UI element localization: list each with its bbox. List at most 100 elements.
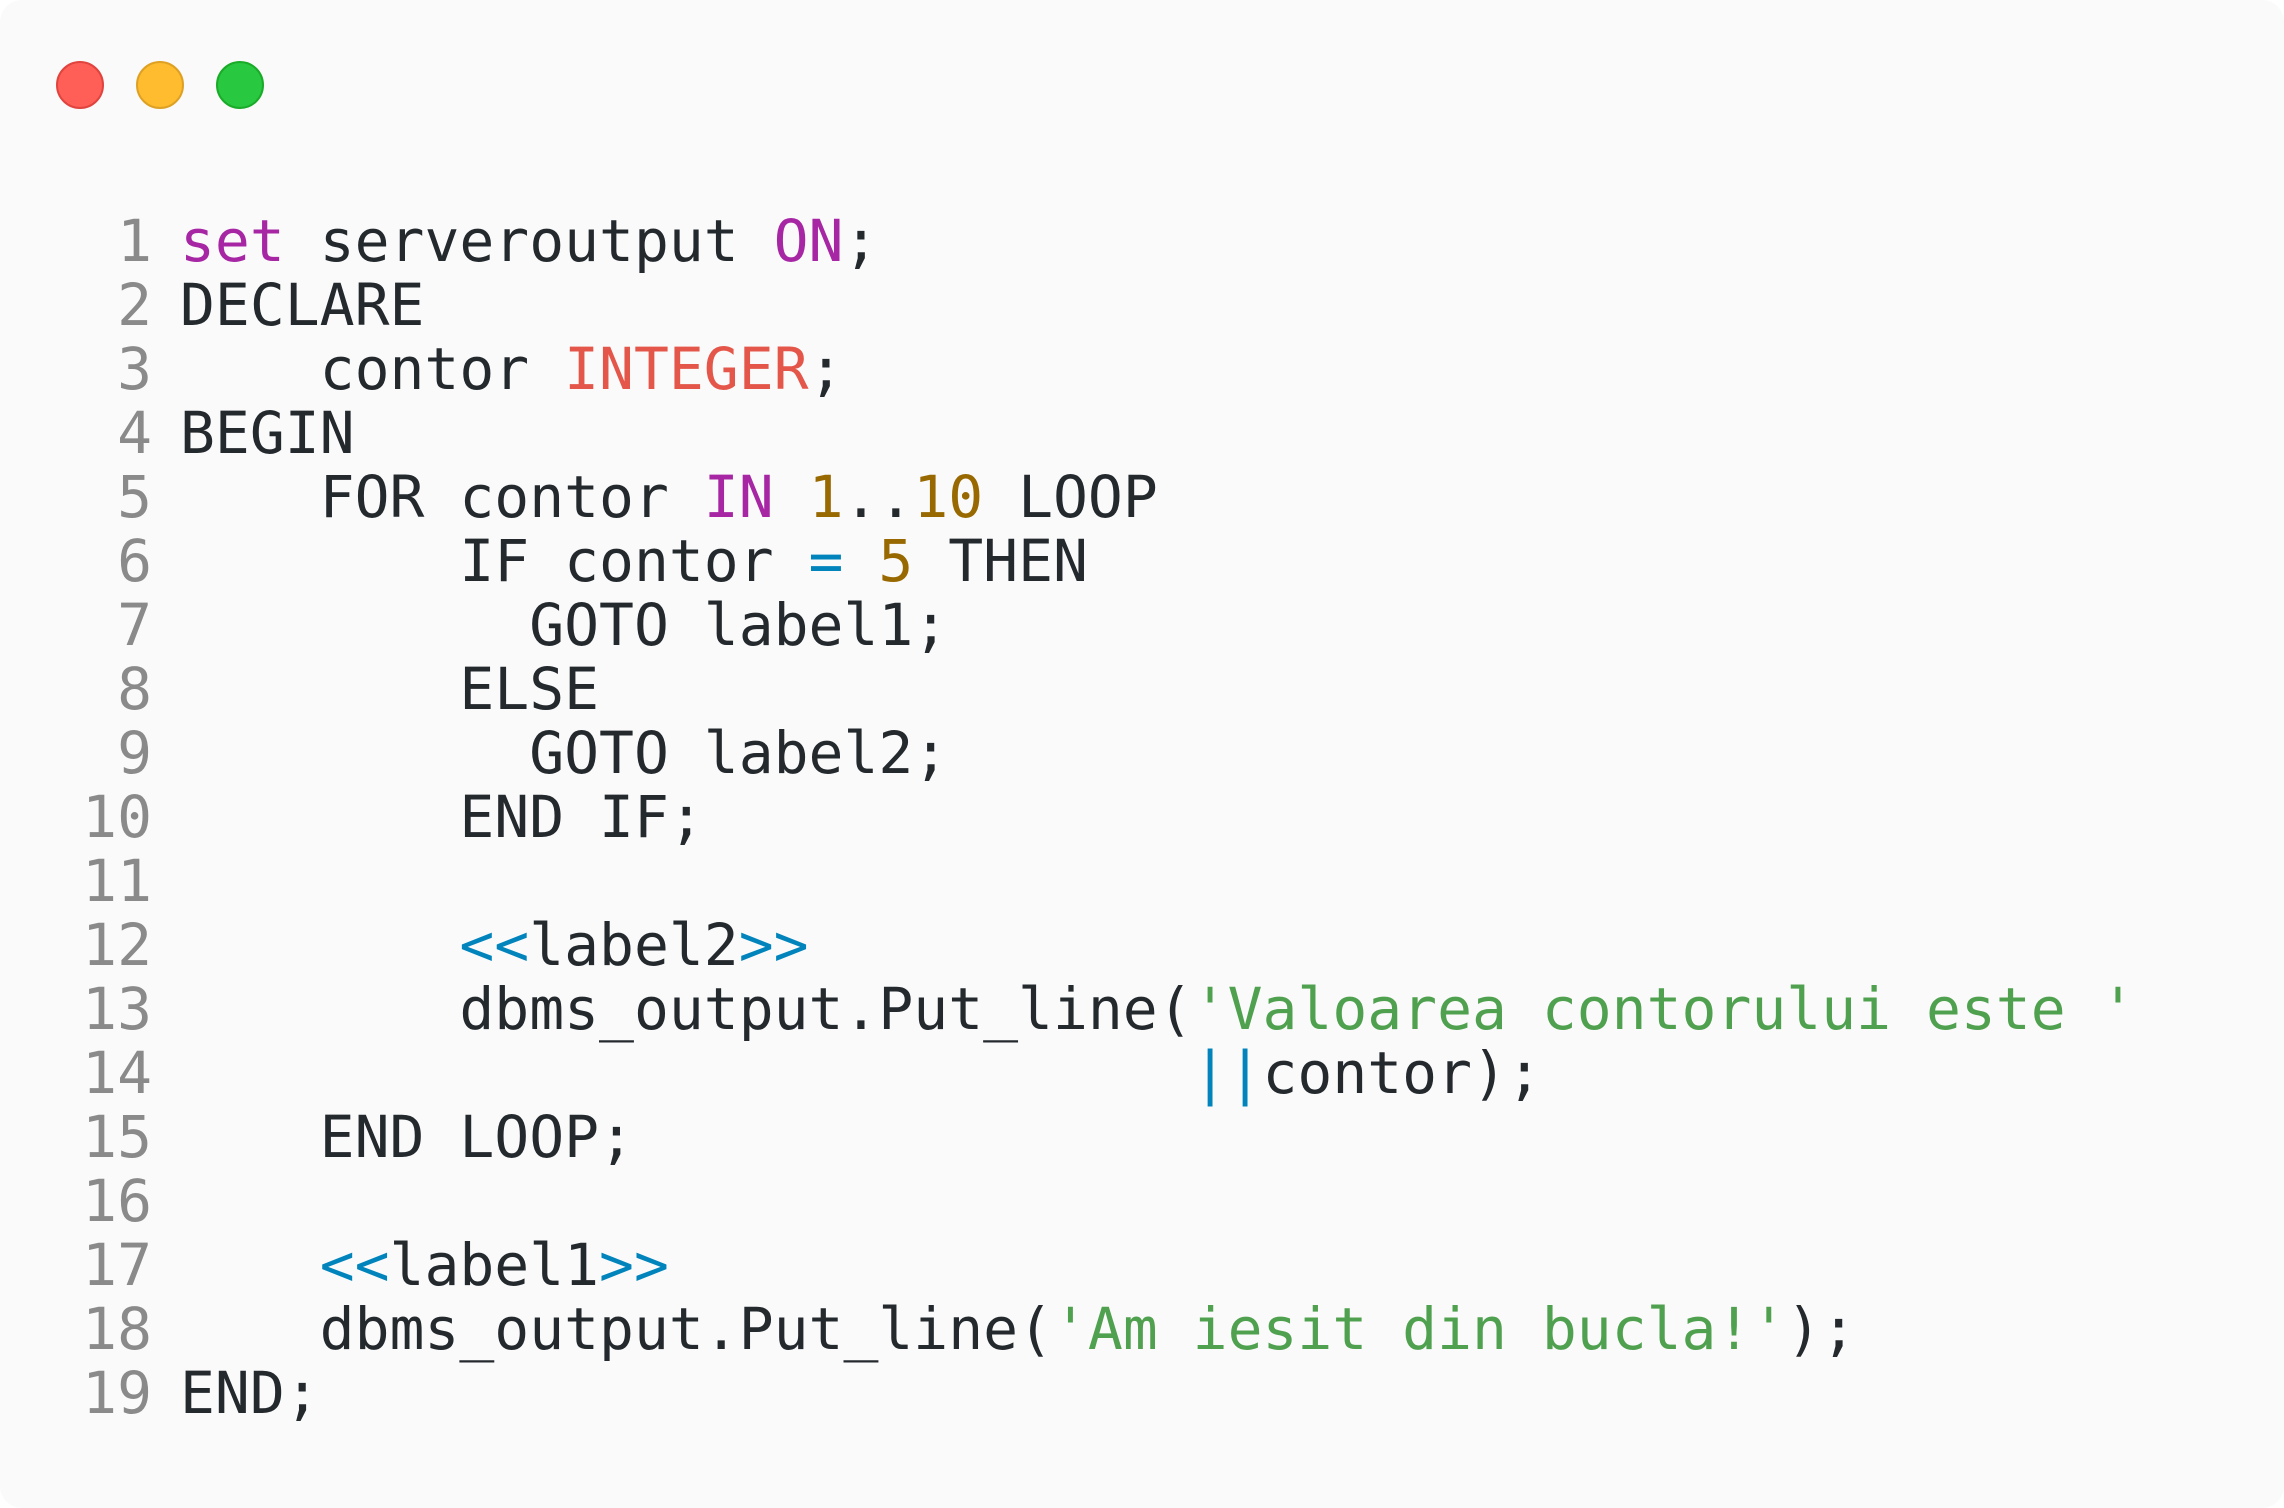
- code-token-plain: LOOP: [983, 463, 1158, 531]
- code-token-operator: >>: [599, 1231, 669, 1299]
- code-token-plain: );: [1786, 1295, 1857, 1363]
- gutter-gap: [152, 465, 180, 529]
- code-line: 10 END IF;: [70, 785, 2135, 849]
- gutter-gap: [152, 401, 180, 465]
- code-line: 7 GOTO label1;: [70, 593, 2135, 657]
- code-token-plain: [180, 911, 459, 979]
- gutter-gap: [152, 1169, 180, 1233]
- line-content: ELSE: [180, 657, 599, 721]
- code-line: 15 END LOOP;: [70, 1105, 2135, 1169]
- close-button[interactable]: [56, 61, 104, 109]
- code-token-plain: ;: [808, 335, 844, 403]
- gutter-gap: [152, 593, 180, 657]
- code-line: 11: [70, 849, 2135, 913]
- code-token-operator: =: [808, 527, 844, 595]
- window-controls: [56, 61, 264, 109]
- code-token-number: 1: [808, 463, 844, 531]
- minimize-button[interactable]: [136, 61, 184, 109]
- code-line: 4 BEGIN: [70, 401, 2135, 465]
- code-token-operator: <<: [459, 911, 530, 979]
- code-token-plain: GOTO label2;: [180, 719, 949, 787]
- code-token-number: 5: [878, 527, 914, 595]
- code-token-plain: dbms_output.Put_line(: [180, 975, 1193, 1043]
- line-number: 8: [117, 655, 152, 723]
- line-content: FOR contor IN 1..10 LOOP: [180, 465, 1158, 529]
- gutter-gap: [152, 1297, 180, 1361]
- code-token-plain: BEGIN: [180, 399, 355, 467]
- gutter-gap: [152, 721, 180, 785]
- code-line: 18 dbms_output.Put_line('Am iesit din bu…: [70, 1297, 2135, 1361]
- line-content: GOTO label1;: [180, 593, 948, 657]
- gutter-gap: [152, 529, 180, 593]
- code-token-plain: ;: [843, 207, 879, 275]
- line-number: 15: [82, 1103, 152, 1171]
- line-number: 2: [117, 271, 152, 339]
- code-token-plain: dbms_output.Put_line(: [180, 1295, 1053, 1363]
- gutter-gap: [152, 785, 180, 849]
- code-token-plain: [774, 463, 809, 531]
- code-line: 5 FOR contor IN 1..10 LOOP: [70, 465, 2135, 529]
- code-token-plain: ELSE: [180, 655, 600, 723]
- code-token-plain: END LOOP;: [180, 1103, 634, 1171]
- line-content: END LOOP;: [180, 1105, 634, 1169]
- code-line: 17 <<label1>>: [70, 1233, 2135, 1297]
- code-token-plain: THEN: [913, 527, 1088, 595]
- code-token-keyword: IN: [703, 463, 774, 531]
- code-line: 12 <<label2>>: [70, 913, 2135, 977]
- code-token-plain: serveroutput: [284, 207, 774, 275]
- line-number: 18: [82, 1295, 152, 1363]
- code-token-plain: FOR contor: [180, 463, 704, 531]
- gutter-gap: [152, 1041, 180, 1105]
- code-line: 8 ELSE: [70, 657, 2135, 721]
- line-content: contor INTEGER;: [180, 335, 844, 403]
- line-content: END;: [180, 1361, 320, 1425]
- zoom-button[interactable]: [216, 61, 264, 109]
- line-number: 6: [117, 527, 152, 595]
- line-content: DECLARE: [180, 273, 424, 337]
- line-content: BEGIN: [180, 401, 355, 465]
- code-token-plain: ..: [843, 463, 914, 531]
- code-line: 2 DECLARE: [70, 273, 2135, 337]
- line-content: <<label2>>: [180, 911, 809, 979]
- line-number: 4: [117, 399, 152, 467]
- code-token-plain: DECLARE: [180, 271, 425, 339]
- code-line: 3 contor INTEGER;: [70, 337, 2135, 401]
- line-number: 17: [82, 1231, 152, 1299]
- line-number: 7: [117, 591, 152, 659]
- code-token-string: 'Am iesit din bucla!': [1052, 1295, 1787, 1363]
- code-token-plain: label2: [529, 911, 739, 979]
- line-number: 16: [82, 1167, 152, 1235]
- line-content: END IF;: [180, 785, 703, 849]
- code-token-plain: [180, 1039, 1193, 1107]
- code-line: 16: [70, 1169, 2135, 1233]
- code-token-plain: label1: [389, 1231, 600, 1299]
- code-token-plain: END;: [180, 1359, 320, 1427]
- gutter-gap: [152, 977, 180, 1041]
- line-content: IF contor = 5 THEN: [180, 529, 1088, 593]
- gutter-gap: [152, 657, 180, 721]
- line-content: set serveroutput ON;: [180, 209, 878, 273]
- code-line: 9 GOTO label2;: [70, 721, 2135, 785]
- code-token-keyword: set: [180, 207, 285, 275]
- line-number: 9: [117, 719, 152, 787]
- code-token-plain: IF contor: [180, 527, 809, 595]
- gutter-gap: [152, 337, 180, 401]
- code-token-operator: >>: [738, 911, 809, 979]
- code-line: 6 IF contor = 5 THEN: [70, 529, 2135, 593]
- line-content: dbms_output.Put_line('Valoarea contorulu…: [180, 977, 2135, 1041]
- line-content: dbms_output.Put_line('Am iesit din bucla…: [180, 1297, 1856, 1361]
- gutter-gap: [152, 1361, 180, 1425]
- line-number: 13: [82, 975, 152, 1043]
- code-token-plain: contor);: [1262, 1039, 1542, 1107]
- code-token-plain: [843, 527, 878, 595]
- line-number: 11: [82, 847, 152, 915]
- code-token-plain: GOTO label1;: [180, 591, 949, 659]
- gutter-gap: [152, 849, 180, 913]
- code-token-plain: [180, 1231, 320, 1299]
- gutter-gap: [152, 1105, 180, 1169]
- line-number: 3: [117, 335, 152, 403]
- code-token-type: INTEGER: [564, 335, 809, 403]
